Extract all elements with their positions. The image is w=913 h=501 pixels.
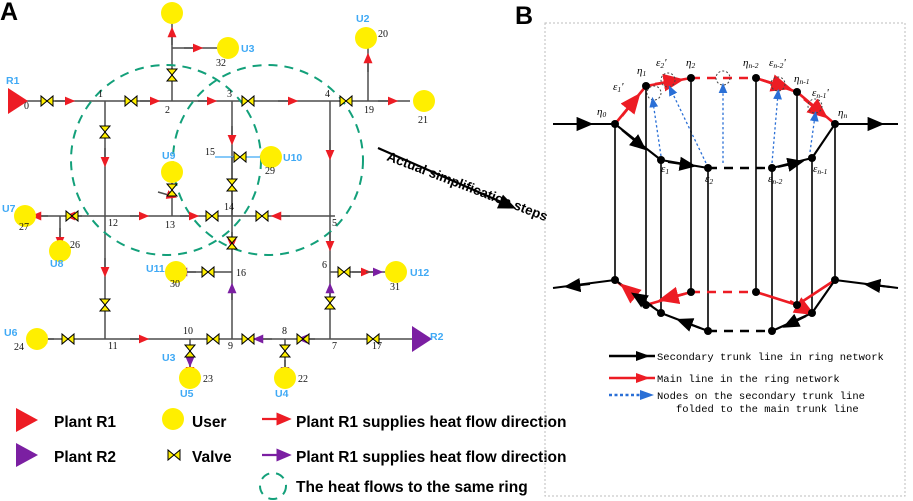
legend-valve-icon: [167, 449, 181, 461]
panelA-users: [14, 2, 435, 389]
node-14: 14: [224, 202, 234, 213]
label-eta-0: η0: [597, 106, 606, 119]
legend-label-flow-r2: Plant R1 supplies heat flow direction: [296, 449, 566, 466]
label-eps-2p: ε2': [656, 57, 667, 70]
label-u6: U6: [4, 327, 18, 339]
legend-label-user: User: [192, 414, 226, 431]
connector-arrow: Actual simplification steps: [377, 146, 550, 224]
node-22: 22: [298, 374, 308, 385]
node-21: 21: [418, 115, 428, 126]
node-24: 24: [14, 342, 24, 353]
node-27: 27: [19, 222, 29, 233]
label-u12: U12: [410, 267, 429, 279]
node-8: 8: [282, 326, 287, 337]
label-eta-2: η2: [686, 57, 695, 70]
node-15: 15: [205, 147, 215, 158]
node-3: 3: [227, 89, 232, 100]
panelB-lower-ring: [552, 276, 899, 335]
node-13: 13: [165, 220, 175, 231]
plant-r2-marker: [412, 326, 432, 352]
connector-text: Actual simplification steps: [385, 149, 550, 224]
label-plant-r2: R2: [430, 331, 444, 343]
node-16: 16: [236, 268, 246, 279]
legendA: Plant R1 User Plant R1 supplies heat flo…: [16, 408, 566, 500]
label-plant-r1: R1: [6, 75, 20, 87]
label-eps-2: ε2: [705, 173, 713, 186]
label-eta-n-1: ηn-1: [794, 73, 809, 86]
label-u11: U11: [146, 263, 165, 275]
node-30: 30: [170, 279, 180, 290]
plant-r1-marker: [8, 88, 28, 114]
label-u2: U2: [356, 13, 370, 25]
node-12: 12: [108, 218, 118, 229]
label-u7: U7: [2, 203, 16, 215]
node-23: 23: [203, 374, 213, 385]
panelB-upper-ring: [553, 70, 898, 172]
label-eps-n-2p: εn-2': [769, 57, 786, 70]
legend-red-triangle-icon: [16, 408, 38, 432]
node-6: 6: [322, 260, 327, 271]
panel-b-letter: B: [515, 2, 534, 30]
node-0: 0: [24, 101, 29, 112]
node-4: 4: [325, 89, 330, 100]
panelA-pipes: [18, 18, 412, 375]
label-eta-n: ηn: [838, 107, 847, 120]
label-u9: U9: [162, 150, 176, 162]
legendB-label-folded: Nodes on the secondary trunk line: [657, 391, 865, 403]
node-20: 20: [378, 29, 388, 40]
label-u8: U8: [50, 258, 64, 270]
node-29: 29: [265, 166, 275, 177]
label-eps-1p: ε1': [613, 81, 624, 94]
legendB-label-folded2: folded to the main trunk line: [676, 404, 859, 416]
node-9: 9: [228, 341, 233, 352]
node-7: 7: [332, 341, 337, 352]
node-19: 19: [364, 105, 374, 116]
node-5: 5: [332, 218, 337, 229]
label-u5: U5: [180, 388, 194, 400]
legendB-red-arrow-icon: [636, 373, 650, 383]
node-11: 11: [108, 341, 118, 352]
legend-label-flow-r1: Plant R1 supplies heat flow direction: [296, 414, 566, 431]
node-32: 32: [216, 58, 226, 69]
panelA-labels: R1 0 1 2 3 4 19 U2 20 21 U3 32 U9 U10 29…: [2, 13, 444, 400]
legend-label-ring: The heat flows to the same ring: [296, 479, 528, 496]
node-2: 2: [165, 105, 170, 116]
node-1: 1: [98, 89, 103, 100]
legendB-black-arrow-icon: [636, 351, 650, 361]
legendB: Secondary trunk line in ring network Mai…: [609, 351, 884, 416]
label-u10: U10: [283, 152, 302, 164]
legend-purple-triangle-icon: [16, 443, 38, 467]
legendB-label-main: Main line in the ring network: [657, 374, 840, 386]
legendB-label-secondary: Secondary trunk line in ring network: [657, 352, 884, 364]
legend-label-plant-r1: Plant R1: [54, 414, 116, 431]
legend-ring-circle-icon: [259, 472, 287, 500]
legend-label-valve: Valve: [192, 449, 232, 466]
label-eta-n-2: ηn-2: [743, 57, 759, 70]
node-17: 17: [372, 341, 382, 352]
node-10: 10: [183, 326, 193, 337]
panelA-valves: [40, 68, 380, 358]
label-eps-n-1p: εn-1': [812, 87, 829, 100]
label-eps-1: ε1: [661, 163, 669, 176]
label-u4: U4: [275, 388, 289, 400]
panelB-border: [544, 22, 906, 497]
label-eta-1: η1: [637, 65, 646, 78]
legend-label-plant-r2: Plant R2: [54, 449, 116, 466]
label-eps-n-2: εn-2: [768, 173, 783, 186]
label-u3-top: U3: [241, 43, 255, 55]
node-26: 26: [70, 240, 80, 251]
label-u3-bottom: U3: [162, 352, 176, 364]
panelB-greek-labels: η0 ε1' η1 ε2' η2 ηn-2 εn-2' ηn-1 εn-1' η…: [597, 57, 847, 186]
legendB-blue-arrow-icon: [640, 390, 654, 400]
legend-user-circle-icon: [162, 408, 184, 430]
panel-a-letter: A: [0, 0, 19, 26]
label-eps-n-1: εn-1: [813, 163, 827, 176]
panelA-red-arrows: [30, 26, 399, 378]
node-31: 31: [390, 282, 400, 293]
